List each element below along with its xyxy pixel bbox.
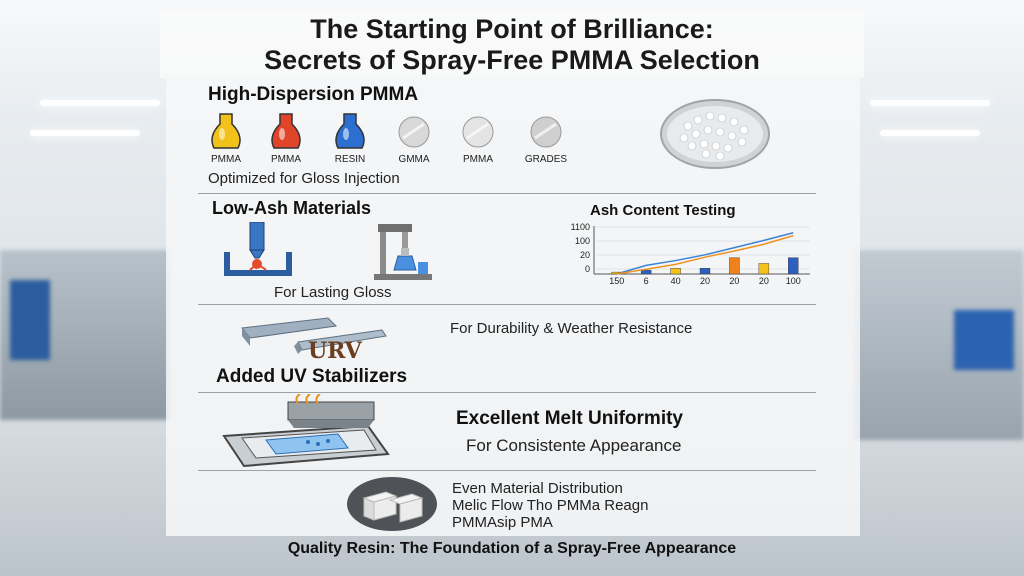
x-tick-label: 6 [644,276,649,286]
y-tick-label: 1100 [571,222,590,232]
material-blocks-icon [347,477,437,531]
sample-label: RESIN [334,154,366,165]
y-tick-label: 20 [580,250,590,260]
bar [729,257,740,275]
distribution-note-3: PMMAsip PMA [452,514,553,531]
bar [640,269,652,275]
section-heading-melt-uniformity: Excellent Melt Uniformity [456,408,683,429]
caption-gloss-injection: Optimized for Gloss Injection [208,170,400,187]
title-line-1: The Starting Point of Brilliance: [310,14,714,44]
melt-press-icon [222,394,390,468]
sample-label: GRADES [524,154,568,165]
uv-logo: URV [308,338,362,364]
caption-lasting-gloss: For Lasting Gloss [274,284,392,301]
x-tick-label: 150 [609,276,624,286]
title-line-2: Secrets of Spray-Free PMMA Selection [264,45,760,75]
divider [198,470,816,471]
chart-title: Ash Content Testing [590,202,736,219]
lab-tester-icon [374,224,432,280]
distribution-notes: Even Material Distribution Melic Flow Th… [452,480,648,531]
bar [758,263,770,275]
section-heading-uv-stabilizers: Added UV Stabilizers [216,366,408,387]
extruded-profile-icon [241,317,387,354]
caption-durability: For Durability & Weather Resistance [450,320,693,337]
ceiling-light [870,100,990,106]
bar [699,268,711,275]
series-line [616,234,794,275]
x-tick-label: 20 [759,276,769,286]
pellet-dish-icon [660,99,770,169]
series-line [616,231,794,275]
pellet-sample-icon [530,116,562,148]
caption-consistent-appearance: For Consistente Appearance [466,436,682,455]
y-tick-label: 100 [575,236,590,246]
sample-label: PMMA [463,154,493,165]
sample-label: GMMA [398,154,430,165]
bar [788,257,799,275]
pellet-sample-icon [398,116,430,148]
machine-left [0,250,170,420]
ceiling-light [880,130,980,136]
injection-nozzle-icon [224,222,292,276]
ash-content-chart: 1100 100 20 0 150 6 40 20 20 20 100 [571,222,810,286]
resin-flask-icon [335,113,365,149]
page-title: The Starting Point of Brilliance: Secret… [160,10,864,78]
pellet-sample-icon [462,116,494,148]
machine-right [854,250,1024,440]
ceiling-light [30,130,140,136]
section-heading-high-dispersion: High-Dispersion PMMA [208,84,419,105]
x-tick-label: 100 [786,276,801,286]
distribution-note-1: Even Material Distribution [452,480,623,497]
ceiling-light [40,100,160,106]
divider [198,193,816,194]
resin-flask-icon [211,113,241,149]
section-heading-low-ash: Low-Ash Materials [212,198,372,218]
x-tick-label: 20 [700,276,710,286]
divider [198,304,816,305]
sample-label: PMMA [271,154,301,165]
y-tick-label: 0 [585,264,590,274]
x-tick-label: 20 [729,276,739,286]
footer-tagline: Quality Resin: The Foundation of a Spray… [287,540,737,557]
sample-label: PMMA [211,154,241,165]
bar [670,268,681,275]
distribution-note-2: Melic Flow Tho PMMa Reagn [452,497,649,514]
resin-flask-icon [271,113,301,149]
x-tick-label: 40 [671,276,681,286]
divider [198,392,816,393]
